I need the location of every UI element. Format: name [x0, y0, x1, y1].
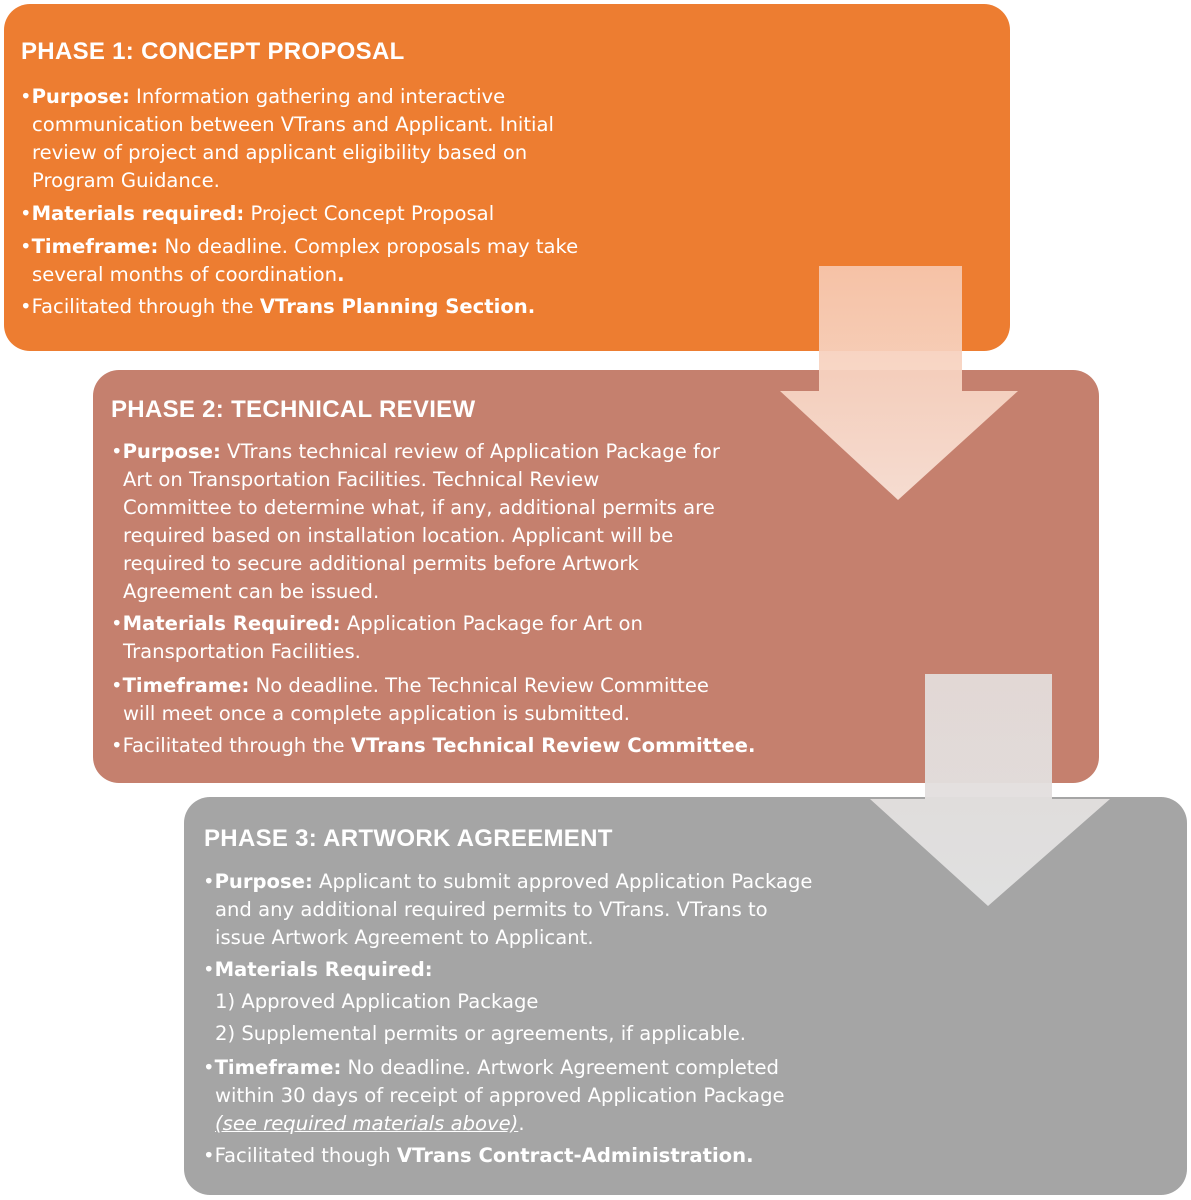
phase-1-facilitated: •Facilitated through the VTrans Planning… [20, 295, 536, 318]
phase-2-purpose-line2: Art on Transportation Facilities. Techni… [123, 468, 600, 491]
phase-2-purpose: •Purpose: VTrans technical review of App… [111, 440, 720, 463]
phase-1-purpose-line3: review of project and applicant eligibil… [32, 141, 528, 164]
phase-3-purpose: •Purpose: Applicant to submit approved A… [203, 870, 813, 893]
phase-2-timeframe-line2: will meet once a complete application is… [123, 702, 631, 725]
phase-1-timeframe-line2: several months of coordination. [32, 263, 345, 286]
required-materials-link[interactable]: (see required materials above) [215, 1112, 519, 1135]
phase-3-facilitated: •Facilitated though VTrans Contract-Admi… [203, 1144, 754, 1167]
phase-3-materials-item-1: 1) Approved Application Package [215, 990, 539, 1013]
phase-1-purpose: •Purpose: Information gathering and inte… [20, 85, 506, 108]
phase-1-box: PHASE 1: CONCEPT PROPOSAL •Purpose: Info… [4, 4, 1010, 351]
phase-3-box: PHASE 3: ARTWORK AGREEMENT •Purpose: App… [184, 797, 1187, 1195]
phase-1-title: PHASE 1: CONCEPT PROPOSAL [21, 38, 405, 65]
phase-3-purpose-line3: issue Artwork Agreement to Applicant. [215, 926, 594, 949]
phase-3-timeframe-line2: within 30 days of receipt of approved Ap… [215, 1084, 785, 1107]
phase-2-facilitated: •Facilitated through the VTrans Technica… [111, 734, 756, 757]
phase-2-timeframe: •Timeframe: No deadline. The Technical R… [111, 674, 709, 697]
phase-1-timeframe: •Timeframe: No deadline. Complex proposa… [20, 235, 579, 258]
phase-3-timeframe: •Timeframe: No deadline. Artwork Agreeme… [203, 1056, 779, 1079]
phase-2-purpose-line3: Committee to determine what, if any, add… [123, 496, 715, 519]
phase-2-materials-line2: Transportation Facilities. [123, 640, 361, 663]
phase-2-purpose-line5: required to secure additional permits be… [123, 552, 639, 575]
phase-1-materials: •Materials required: Project Concept Pro… [20, 202, 495, 225]
phase-2-purpose-line6: Agreement can be issued. [123, 580, 380, 603]
phase-2-title: PHASE 2: TECHNICAL REVIEW [111, 396, 476, 423]
phase-3-timeframe-line3: (see required materials above). [215, 1112, 525, 1135]
down-arrow-icon [870, 674, 1110, 906]
phase-3-materials-item-2: 2) Supplemental permits or agreements, i… [215, 1022, 746, 1045]
phase-3-purpose-line2: and any additional required permits to V… [215, 898, 768, 921]
phase-2-materials: •Materials Required: Application Package… [111, 612, 643, 635]
phase-2-purpose-line4: required based on installation location.… [123, 524, 674, 547]
phase-1-purpose-line4: Program Guidance. [32, 169, 220, 192]
phase-3-title: PHASE 3: ARTWORK AGREEMENT [204, 825, 613, 852]
phase-3-materials: •Materials Required: [203, 958, 433, 981]
phase-1-purpose-line2: communication between VTrans and Applica… [32, 113, 554, 136]
down-arrow-icon [780, 266, 1018, 500]
